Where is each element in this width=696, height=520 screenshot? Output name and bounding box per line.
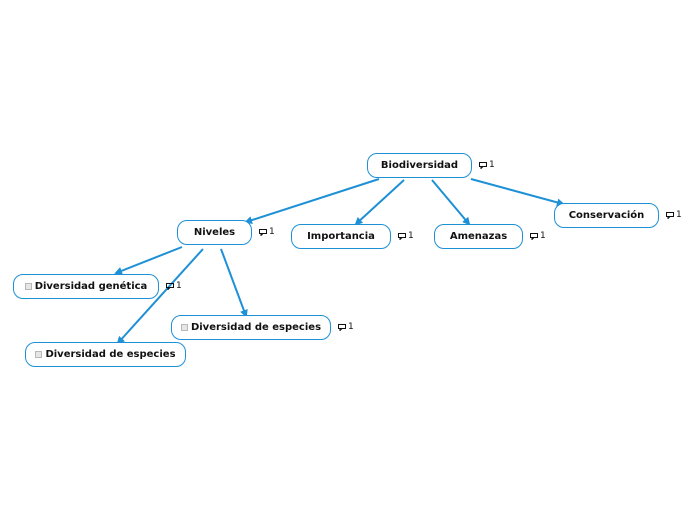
edge-biodiversidad-to-importancia <box>354 179 405 226</box>
node-label: Importancia <box>307 231 375 242</box>
comment-count: 1 <box>489 160 495 170</box>
node-label: Niveles <box>193 227 236 238</box>
comment-badge[interactable]: 1 <box>338 322 354 332</box>
edge-niveles-to-diversidad-especies-1 <box>220 248 248 318</box>
edge-niveles-to-diversidad-especies-2 <box>116 248 204 345</box>
node-biodiversidad[interactable]: Biodiversidad <box>367 153 472 178</box>
node-niveles[interactable]: Niveles <box>177 220 252 245</box>
comment-icon <box>398 232 406 240</box>
comment-badge[interactable]: 1 <box>398 231 414 241</box>
node-importancia[interactable]: Importancia <box>291 224 391 249</box>
comment-count: 1 <box>176 281 182 291</box>
edge-biodiversidad-to-conservacion <box>470 178 565 207</box>
comment-count: 1 <box>348 322 354 332</box>
node-label: Conservación <box>568 210 645 221</box>
node-diversidad-especies-2[interactable]: Diversidad de especies <box>25 342 186 367</box>
node-diversidad-genetica[interactable]: Diversidad genética <box>13 274 159 299</box>
edge-niveles-to-diversidad-genetica <box>114 246 183 275</box>
node-label: Amenazas <box>449 231 508 242</box>
comment-icon <box>259 228 267 236</box>
comment-badge[interactable]: 1 <box>166 281 182 291</box>
node-label: Biodiversidad <box>380 160 459 171</box>
checkbox-icon[interactable] <box>24 283 32 290</box>
comment-badge[interactable]: 1 <box>666 210 682 220</box>
comment-icon <box>338 323 346 331</box>
comment-badge[interactable]: 1 <box>530 231 546 241</box>
comment-count: 1 <box>408 231 414 241</box>
edge-biodiversidad-to-amenazas <box>431 179 471 226</box>
node-diversidad-especies-1[interactable]: Diversidad de especies <box>171 315 331 340</box>
comment-count: 1 <box>676 210 682 220</box>
comment-icon <box>479 161 487 169</box>
checkbox-icon[interactable] <box>180 324 188 331</box>
node-label: Diversidad de especies <box>45 349 176 360</box>
comment-icon <box>666 211 674 219</box>
comment-icon <box>530 232 538 240</box>
comment-badge[interactable]: 1 <box>259 227 275 237</box>
node-label: Diversidad genética <box>34 281 148 292</box>
checkbox-icon[interactable] <box>35 351 43 358</box>
comment-count: 1 <box>540 231 546 241</box>
comment-badge[interactable]: 1 <box>479 160 495 170</box>
node-amenazas[interactable]: Amenazas <box>434 224 523 249</box>
node-conservacion[interactable]: Conservación <box>554 203 659 228</box>
comment-count: 1 <box>269 227 275 237</box>
edge-biodiversidad-to-niveles <box>244 178 380 224</box>
node-label: Diversidad de especies <box>190 322 322 333</box>
comment-icon <box>166 282 174 290</box>
